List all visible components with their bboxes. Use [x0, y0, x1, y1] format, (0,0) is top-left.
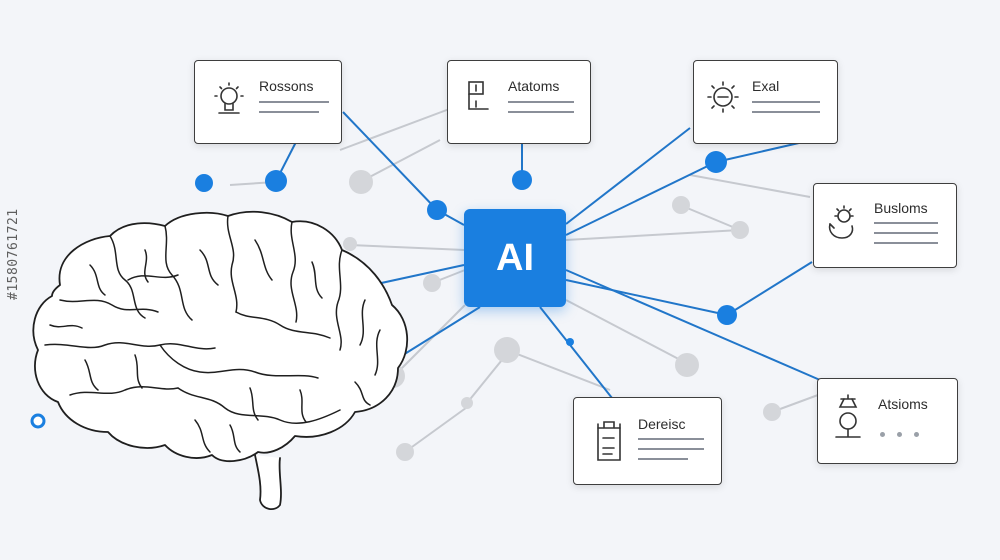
connector-gray	[565, 299, 691, 366]
card-text-line	[508, 101, 574, 103]
card-atsioms[interactable]: Atsioms	[817, 378, 958, 464]
connector-gray	[394, 304, 466, 376]
brain-fold	[69, 386, 179, 396]
connector-blue	[565, 127, 691, 225]
brain-fold	[49, 324, 371, 406]
connector-blue	[565, 269, 821, 381]
card-text-line	[874, 242, 938, 244]
card-text-line	[874, 232, 938, 234]
card-buslloms[interactable]: Busloms	[813, 183, 957, 268]
card-text-line	[259, 101, 329, 103]
brain-stem	[254, 454, 282, 511]
card-dots	[880, 432, 919, 437]
node-blue	[717, 305, 737, 325]
brain-fold	[359, 299, 381, 376]
brain-fold	[159, 344, 319, 379]
node-blue	[427, 200, 447, 220]
node-gray	[349, 170, 373, 194]
card-dereisc[interactable]: Dereisc	[573, 397, 722, 485]
node-gray	[461, 397, 473, 409]
card-title: Atatoms	[508, 78, 560, 94]
node-gray	[343, 237, 357, 251]
brain-fold	[290, 221, 298, 323]
card-text-line	[752, 111, 820, 113]
card-text-line	[638, 448, 704, 450]
connector-blue	[342, 111, 438, 211]
node-gray	[763, 403, 781, 421]
brain-fold	[44, 342, 216, 350]
card-text-line	[638, 458, 688, 460]
card-title: Busloms	[874, 200, 928, 216]
connector-blue	[565, 161, 717, 236]
sun-gear-icon	[707, 81, 739, 113]
node-blue	[512, 170, 532, 190]
brain-fold	[164, 225, 193, 321]
node-ring	[30, 413, 46, 429]
brain-fold	[89, 249, 323, 299]
card-text-line	[259, 111, 319, 113]
connector-gray	[339, 104, 461, 151]
document-icon	[468, 81, 489, 110]
connector-gray	[506, 349, 611, 391]
card-text-line	[752, 101, 820, 103]
connector-blue	[394, 306, 481, 361]
brain-fold	[84, 354, 307, 423]
card-title: Atsioms	[878, 396, 928, 412]
brain-fold	[194, 419, 241, 453]
connector-gray	[349, 244, 466, 251]
card-rossons[interactable]: Rossons	[194, 60, 342, 144]
connector-blue	[726, 261, 813, 316]
node-gray	[396, 443, 414, 461]
node-blue	[195, 174, 213, 192]
brain-fold	[109, 235, 146, 319]
node-blue	[566, 338, 574, 346]
connector-gray	[404, 404, 471, 453]
node-gray	[672, 196, 690, 214]
ai-hub-label: AI	[496, 236, 534, 279]
card-text-line	[638, 438, 704, 440]
card-title: Rossons	[259, 78, 314, 94]
lightbulb-icon	[214, 82, 244, 114]
connector-gray	[689, 174, 811, 198]
node-blue	[705, 151, 727, 173]
connector-gray	[679, 204, 741, 231]
clipboard-icon	[597, 421, 621, 461]
card-title: Exal	[752, 78, 780, 94]
card-text-line	[508, 111, 574, 113]
node-gray	[423, 274, 441, 292]
connector-gray	[565, 229, 741, 241]
connector-blue	[565, 279, 728, 316]
cycle-gear-icon	[828, 205, 854, 239]
node-blue	[265, 170, 287, 192]
chemistry-flask-icon	[835, 394, 861, 438]
brain-fold	[226, 215, 238, 313]
card-exal[interactable]: Exal	[693, 60, 838, 144]
node-gray	[731, 221, 749, 239]
brain-fold	[235, 311, 331, 339]
brain-fold	[335, 249, 343, 351]
watermark-id: #1580761721	[6, 208, 21, 300]
brain-fold	[59, 299, 159, 313]
connector-blue	[539, 306, 613, 399]
node-gray	[675, 353, 699, 377]
ai-hub[interactable]: AI	[464, 209, 566, 307]
node-gray	[494, 337, 520, 363]
connector-gray	[359, 139, 441, 183]
card-text-line	[874, 222, 938, 224]
card-title: Dereisc	[638, 416, 686, 432]
brain-fold	[127, 239, 273, 286]
brain-outline	[32, 210, 409, 462]
card-atatoms[interactable]: Atatoms	[447, 60, 591, 144]
